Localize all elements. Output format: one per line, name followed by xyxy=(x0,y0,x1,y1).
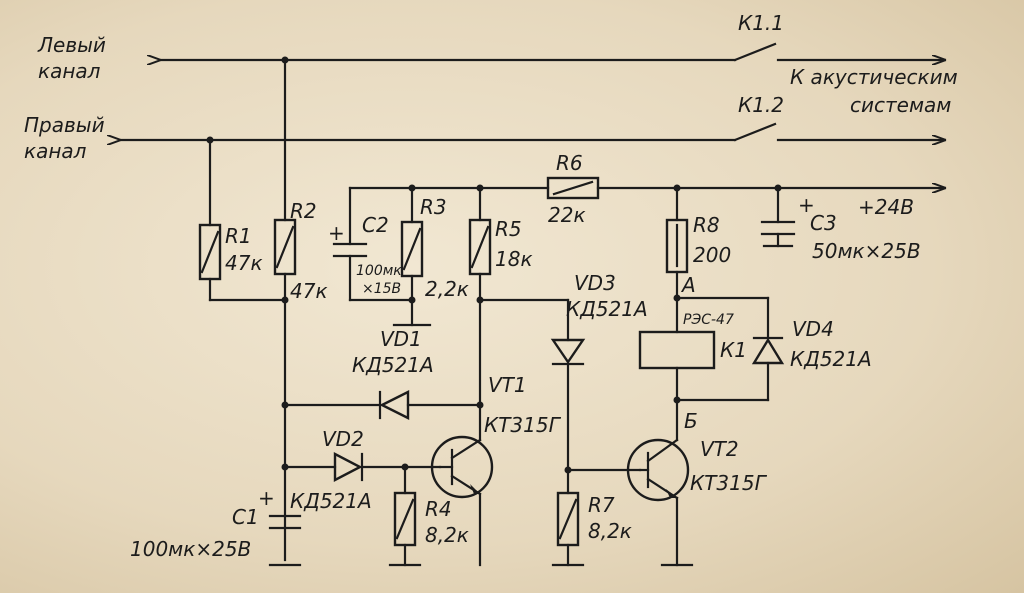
r8-value: 200 xyxy=(693,243,731,267)
right-channel-label-2: канал xyxy=(24,139,87,163)
c3-plus: + xyxy=(798,193,815,217)
r4-resistor xyxy=(388,465,422,567)
vd1-value: КД521А xyxy=(352,353,434,377)
vd1-diode xyxy=(283,390,482,420)
k1-relay-coil xyxy=(638,296,770,442)
r7-name: R7 xyxy=(588,493,615,517)
r4-name: R4 xyxy=(425,497,452,521)
r2-value: 47к xyxy=(290,279,328,303)
left-channel-bus xyxy=(160,42,947,62)
node-b-label: Б xyxy=(684,409,698,433)
to-speakers-label-1: К акустическим xyxy=(790,65,958,89)
r6-value: 22к xyxy=(548,203,586,227)
r8-resistor xyxy=(665,186,689,334)
r3-resistor xyxy=(392,186,432,327)
c1-value: 100мк×25В xyxy=(130,537,251,561)
c1-capacitor xyxy=(268,514,302,567)
c2-capacitor xyxy=(332,186,414,302)
r3-value: 2,2к xyxy=(425,277,469,301)
c2-name: C2 xyxy=(362,213,389,237)
node-a-label: А xyxy=(680,273,696,297)
k1-name: К1 xyxy=(720,338,747,362)
r1-name: R1 xyxy=(225,224,252,248)
r3-name: R3 xyxy=(420,195,447,219)
r6-name: R6 xyxy=(556,151,583,175)
junction-dots xyxy=(206,56,782,474)
vd2-name: VD2 xyxy=(322,427,364,451)
c1-plus: + xyxy=(258,486,275,510)
c2-value-1: 100мк xyxy=(356,263,402,279)
vd4-value: КД521А xyxy=(790,347,872,371)
right-channel-bus xyxy=(120,122,947,142)
vt2-transistor xyxy=(626,438,694,567)
k1-type: РЭС-47 xyxy=(683,312,734,328)
k1-1-contact xyxy=(733,42,777,62)
r5-value: 18к xyxy=(495,247,533,271)
vd3-value: КД521А xyxy=(566,297,648,321)
r6-resistor xyxy=(546,176,600,200)
r7-value: 8,2к xyxy=(588,519,632,543)
r7-resistor xyxy=(551,468,585,567)
r4-value: 8,2к xyxy=(425,523,469,547)
left-channel-label-2: канал xyxy=(38,59,101,83)
vd2-value: КД521А xyxy=(290,489,372,513)
vt1-name: VT1 xyxy=(488,373,527,397)
vt1-value: КТ315Г xyxy=(484,413,562,437)
to-speakers-label-2: системам xyxy=(850,93,951,117)
r1-resistor xyxy=(198,138,287,302)
k1-1-label: К1.1 xyxy=(738,11,784,35)
k1-2-contact xyxy=(733,122,777,142)
c2-plus: + xyxy=(328,221,345,245)
r5-name: R5 xyxy=(495,217,522,241)
r2-name: R2 xyxy=(290,199,317,223)
right-channel-label-1: Правый xyxy=(24,113,105,137)
supply-label: +24В xyxy=(858,195,914,219)
r8-name: R8 xyxy=(693,213,720,237)
vt2-name: VT2 xyxy=(700,437,739,461)
r2-resistor xyxy=(273,58,297,562)
vd3-diode xyxy=(550,298,642,472)
vt1-transistor xyxy=(430,435,494,567)
left-channel-label-1: Левый xyxy=(37,33,106,57)
vd1-name: VD1 xyxy=(380,327,422,351)
vt2-value: КТ315Г xyxy=(690,471,768,495)
k1-2-label: К1.2 xyxy=(738,93,784,117)
c2-value-2: ×15В xyxy=(362,281,401,297)
vd4-diode xyxy=(751,296,785,402)
r1-value: 47к xyxy=(225,251,263,275)
c3-capacitor xyxy=(760,186,796,248)
vd4-name: VD4 xyxy=(792,317,834,341)
c3-name: C3 xyxy=(810,211,837,235)
vd3-name: VD3 xyxy=(574,271,616,295)
c1-name: C1 xyxy=(232,505,259,529)
vd2-diode xyxy=(283,452,442,482)
c3-value: 50мк×25В xyxy=(812,239,921,263)
